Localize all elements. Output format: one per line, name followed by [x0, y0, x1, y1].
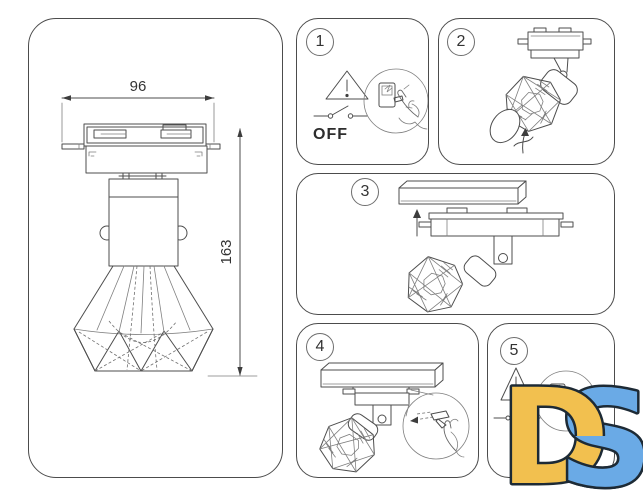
step-number-badge: 2: [447, 28, 475, 56]
step-4-panel: 4: [296, 323, 479, 478]
logo-letter-d: D: [500, 378, 610, 500]
step-2-number: 2: [456, 33, 466, 50]
lamp-housing: [463, 255, 497, 287]
track-adapter: [342, 386, 420, 426]
open-switch-icon: [313, 105, 368, 119]
lock-lever-detail: [402, 389, 470, 460]
step-3-panel: 3: [296, 173, 615, 315]
light-bulb: [489, 104, 533, 144]
ceiling-track: [320, 362, 444, 388]
track-adapter: [61, 123, 221, 180]
lamp-housing: [540, 69, 578, 105]
height-dimension: 163: [207, 128, 258, 377]
ceiling-track: [398, 180, 527, 205]
step-1-number: 1: [315, 33, 325, 50]
dimension-drawing: 96: [61, 78, 258, 377]
hand-switch-icon: [535, 370, 597, 432]
step-4-number: 4: [315, 338, 325, 355]
step-5-number: 5: [509, 342, 519, 359]
width-dimension-label: 96: [130, 78, 147, 95]
ds-logo: S D S: [500, 378, 643, 500]
dimension-panel: 96: [28, 18, 283, 478]
step-number-badge: 1: [306, 28, 334, 56]
lamp-cage: [400, 250, 468, 314]
mount-up-arrow-icon: [413, 209, 421, 237]
track-adapter: [418, 207, 574, 265]
lamp-head: [99, 178, 188, 267]
lamp-cage: [73, 265, 214, 372]
step-2-panel: 2: [438, 18, 615, 165]
open-switch-icon: [493, 408, 541, 421]
width-dimension: 96: [61, 78, 215, 143]
height-dimension-label: 163: [218, 239, 235, 264]
off-label: OFF: [313, 126, 348, 143]
step-1-panel: 1 OFF: [296, 18, 429, 165]
step-number-badge: 3: [351, 178, 379, 206]
step-5-panel: 5: [487, 323, 615, 478]
step-number-badge: 5: [500, 337, 528, 365]
step-number-badge: 4: [306, 333, 334, 361]
logo-letter-s: S: [558, 378, 643, 500]
step-3-number: 3: [360, 183, 370, 200]
hand-switch-icon: [363, 68, 428, 134]
warning-triangle-icon: [325, 70, 369, 100]
bulb-rotation-arrow-icon: [513, 128, 534, 154]
track-adapter: [517, 27, 592, 80]
warning-triangle-icon: [500, 367, 532, 401]
logo-letter-s-overlap: S: [558, 378, 643, 500]
